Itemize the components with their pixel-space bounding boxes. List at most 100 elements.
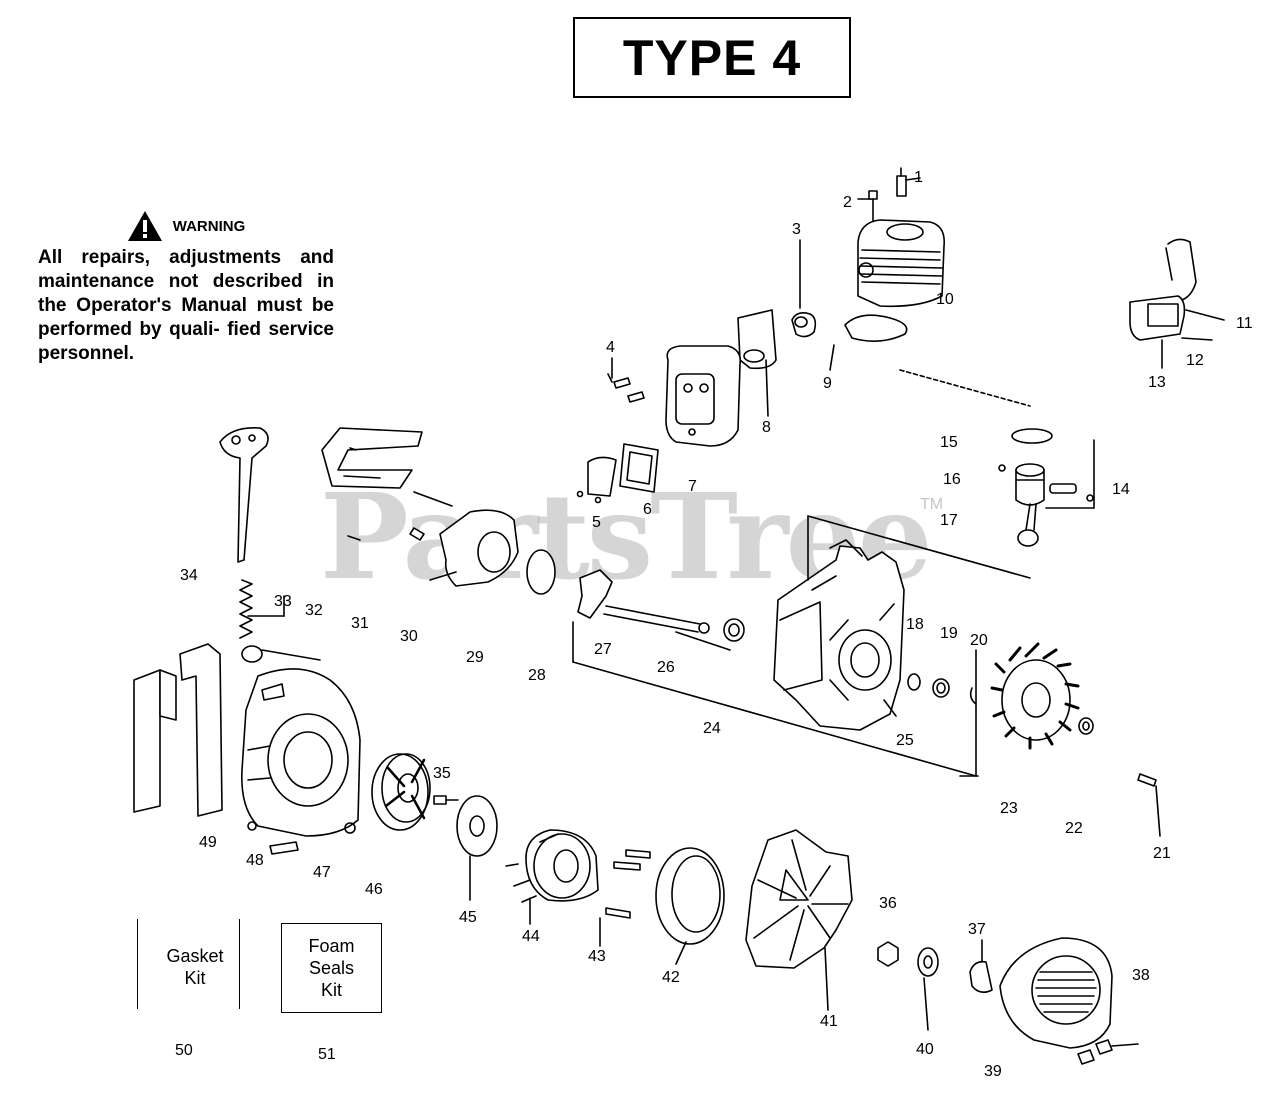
callout-50: 50: [175, 1042, 193, 1059]
foam-seals-kit-box: [281, 923, 382, 1013]
callout-35: 35: [433, 765, 451, 782]
callout-6: 6: [643, 501, 652, 518]
callout-32: 32: [305, 602, 323, 619]
exhaust-plate-part: [576, 456, 617, 504]
callout-18: 18: [906, 616, 924, 633]
watermark-tm: TM: [920, 496, 944, 513]
carburetor-part: [429, 509, 519, 587]
callout-49: 49: [199, 834, 217, 851]
warning-text: All repairs, adjustments and maintenance…: [38, 247, 334, 364]
housing-screw-part: [269, 841, 299, 855]
callout-30: 30: [400, 628, 418, 645]
spark-plug-part: [896, 167, 921, 197]
air-filter-foam-part: [321, 427, 423, 489]
callout-2: 2: [843, 194, 852, 211]
callout-5: 5: [592, 514, 601, 531]
impeller-nut-part: [877, 941, 899, 967]
callout-21: 21: [1153, 845, 1171, 862]
muffler-part: [665, 345, 742, 447]
crankcase-part: [773, 539, 905, 731]
warning-block: WARNING All repairs, adjustments and mai…: [38, 210, 334, 366]
starter-screws-part: [599, 849, 651, 947]
callout-1: 1: [914, 169, 923, 186]
callout-11: 11: [1236, 315, 1253, 332]
callout-27: 27: [594, 641, 612, 658]
carb-gasket-part: [526, 549, 556, 595]
callout-9: 9: [823, 375, 832, 392]
heat-shield-part: [737, 309, 777, 417]
warning-heading: WARNING: [172, 217, 246, 235]
starter-pulley-part: [371, 753, 431, 831]
callout-46: 46: [365, 881, 383, 898]
callout-45: 45: [459, 909, 477, 926]
carb-screw-part: [409, 527, 425, 541]
callout-41: 41: [820, 1013, 838, 1030]
gasket-kit-left-line: [137, 919, 138, 1009]
starter-housing-part: [505, 829, 599, 925]
cover-screws-part: [1077, 1039, 1139, 1065]
callout-33: 33: [274, 593, 292, 610]
title-box: TYPE 4: [573, 17, 851, 98]
callout-24: 24: [703, 720, 721, 737]
warning-header: WARNING: [38, 210, 334, 242]
foam-seals-kit-label: Foam Seals Kit: [308, 936, 355, 1000]
pulley-washer-part: [456, 795, 498, 857]
callout-48: 48: [246, 852, 264, 869]
callout-3: 3: [792, 221, 801, 238]
callout-12: 12: [1186, 352, 1204, 369]
callout-37: 37: [968, 921, 986, 938]
callout-42: 42: [662, 969, 680, 986]
muffler-screws-part: [611, 357, 645, 403]
callout-40: 40: [916, 1041, 934, 1058]
ignition-module-part: [1129, 238, 1225, 369]
muffler-gasket-part: [619, 443, 659, 493]
callout-23: 23: [1000, 800, 1018, 817]
callout-31: 31: [351, 615, 369, 632]
diagram-title: TYPE 4: [622, 29, 802, 86]
cylinder-gasket-part: [844, 314, 908, 342]
callout-43: 43: [588, 948, 606, 965]
callout-39: 39: [984, 1063, 1002, 1080]
callout-51: 51: [318, 1046, 336, 1063]
crankshaft-part: [577, 569, 745, 642]
callout-26: 26: [657, 659, 675, 676]
callout-13: 13: [1148, 374, 1166, 391]
callout-38: 38: [1132, 967, 1150, 984]
cylinder-screw-part: [857, 190, 878, 225]
foam-seals-part: [133, 643, 223, 817]
impeller-part: [745, 829, 853, 1011]
callout-17: 17: [940, 512, 958, 529]
intake-boot-part: [791, 239, 817, 338]
volute-ring-part: [655, 847, 725, 965]
callout-15: 15: [940, 434, 958, 451]
callout-16: 16: [943, 471, 961, 488]
piston-assembly-part: [998, 428, 1095, 547]
callout-36: 36: [879, 895, 897, 912]
callout-44: 44: [522, 928, 540, 945]
callout-22: 22: [1065, 820, 1083, 837]
oil-seal-part: [907, 673, 921, 691]
callout-19: 19: [940, 625, 958, 642]
callout-7: 7: [688, 478, 697, 495]
tool-key-part: [219, 426, 269, 563]
callout-25: 25: [896, 732, 914, 749]
spacer-part: [969, 939, 993, 994]
pulley-screw-part: [433, 795, 447, 805]
callout-10: 10: [936, 291, 954, 308]
gasket-kit-right-line: [239, 919, 240, 1009]
callout-47: 47: [313, 864, 331, 881]
pin-part: [1137, 773, 1161, 837]
callout-8: 8: [762, 419, 771, 436]
retaining-clip-part: [969, 687, 977, 705]
impeller-washer-part: [917, 947, 939, 977]
flywheel-washer-part: [1078, 717, 1094, 735]
gasket-kit-label: Gasket Kit: [166, 946, 224, 988]
callout-14: 14: [1112, 481, 1130, 498]
cylinder-part: [857, 219, 946, 308]
blower-cover-part: [999, 937, 1113, 1049]
callout-34: 34: [180, 567, 198, 584]
callout-29: 29: [466, 649, 484, 666]
callout-20: 20: [970, 632, 988, 649]
